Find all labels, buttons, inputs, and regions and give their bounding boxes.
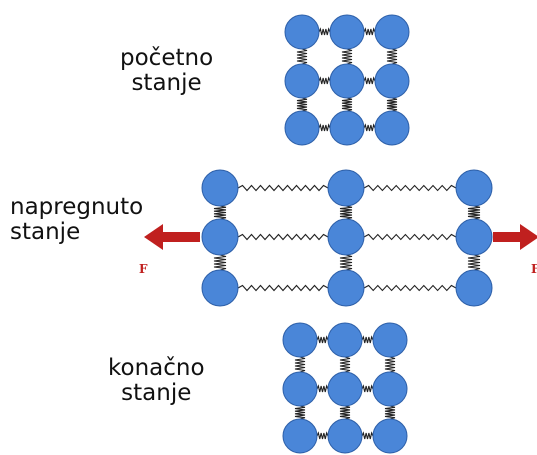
stressed-lattice-spring-v bbox=[339, 254, 353, 271]
stressed-lattice-spring-v bbox=[339, 205, 353, 220]
final-lattice-atom bbox=[327, 418, 363, 454]
final-lattice-spring-v bbox=[339, 356, 351, 373]
initial-lattice-spring-v bbox=[341, 48, 353, 65]
final-lattice-atom bbox=[327, 371, 363, 407]
initial-lattice-spring-v bbox=[296, 97, 308, 112]
initial-lattice-spring-v bbox=[341, 97, 353, 112]
initial-lattice-atom bbox=[284, 14, 320, 50]
stressed-lattice-spring-v bbox=[467, 205, 481, 220]
stressed-lattice-spring-v bbox=[467, 254, 481, 271]
final-lattice-spring-h bbox=[316, 384, 329, 393]
initial-lattice-spring-h bbox=[318, 76, 331, 85]
initial-lattice-spring-h bbox=[363, 27, 376, 36]
stressed-lattice-atom bbox=[201, 269, 239, 307]
initial-lattice-atom bbox=[284, 63, 320, 99]
force-arrow-left bbox=[144, 224, 200, 250]
force-arrow-right bbox=[493, 224, 537, 250]
stressed-lattice-atom bbox=[455, 218, 493, 256]
final-lattice-atom bbox=[327, 322, 363, 358]
final-lattice-spring-h bbox=[316, 431, 329, 440]
stressed-lattice-atom bbox=[201, 169, 239, 207]
stressed-lattice-atom bbox=[327, 218, 365, 256]
initial-lattice-spring-h bbox=[318, 123, 331, 132]
force-label-left: F bbox=[139, 262, 148, 276]
stressed-lattice-atom bbox=[327, 169, 365, 207]
final-lattice-spring-h bbox=[361, 335, 374, 344]
label-final-state: konačno stanje bbox=[108, 355, 205, 406]
stressed-lattice-atom bbox=[327, 269, 365, 307]
final-lattice-spring-v bbox=[294, 405, 306, 420]
stressed-lattice-spring-v bbox=[213, 254, 227, 271]
initial-lattice-spring-v bbox=[386, 97, 398, 112]
final-lattice-atom bbox=[282, 322, 318, 358]
final-lattice-atom bbox=[282, 371, 318, 407]
initial-lattice-spring-h bbox=[363, 76, 376, 85]
stressed-lattice-spring-h bbox=[237, 284, 329, 292]
final-lattice-spring-h bbox=[316, 335, 329, 344]
label-stressed-state: napregnuto stanje bbox=[10, 194, 144, 245]
initial-lattice-atom bbox=[374, 14, 410, 50]
final-lattice-spring-h bbox=[361, 431, 374, 440]
initial-lattice-spring-v bbox=[296, 48, 308, 65]
initial-lattice-atom bbox=[329, 14, 365, 50]
initial-lattice-atom bbox=[329, 63, 365, 99]
final-lattice-spring-v bbox=[384, 405, 396, 420]
final-lattice-spring-h bbox=[361, 384, 374, 393]
initial-lattice-spring-h bbox=[363, 123, 376, 132]
final-lattice-atom bbox=[372, 418, 408, 454]
final-lattice-spring-v bbox=[384, 356, 396, 373]
initial-lattice-spring-h bbox=[318, 27, 331, 36]
final-lattice-atom bbox=[282, 418, 318, 454]
final-lattice-atom bbox=[372, 322, 408, 358]
stressed-lattice-spring-h bbox=[237, 233, 329, 241]
stressed-lattice-spring-h bbox=[363, 233, 457, 241]
final-lattice-spring-v bbox=[294, 356, 306, 373]
initial-lattice-spring-v bbox=[386, 48, 398, 65]
initial-lattice-atom bbox=[374, 63, 410, 99]
stressed-lattice-atom bbox=[455, 169, 493, 207]
label-initial-state: početno stanje bbox=[120, 45, 214, 96]
initial-lattice-atom bbox=[284, 110, 320, 146]
stressed-lattice-atom bbox=[201, 218, 239, 256]
initial-lattice-atom bbox=[329, 110, 365, 146]
stressed-lattice-spring-h bbox=[363, 184, 457, 192]
final-lattice-atom bbox=[372, 371, 408, 407]
stressed-lattice-spring-h bbox=[237, 184, 329, 192]
initial-lattice-atom bbox=[374, 110, 410, 146]
stressed-lattice-spring-v bbox=[213, 205, 227, 220]
force-label-right: F bbox=[531, 262, 537, 276]
stressed-lattice-atom bbox=[455, 269, 493, 307]
stressed-lattice-spring-h bbox=[363, 284, 457, 292]
final-lattice-spring-v bbox=[339, 405, 351, 420]
